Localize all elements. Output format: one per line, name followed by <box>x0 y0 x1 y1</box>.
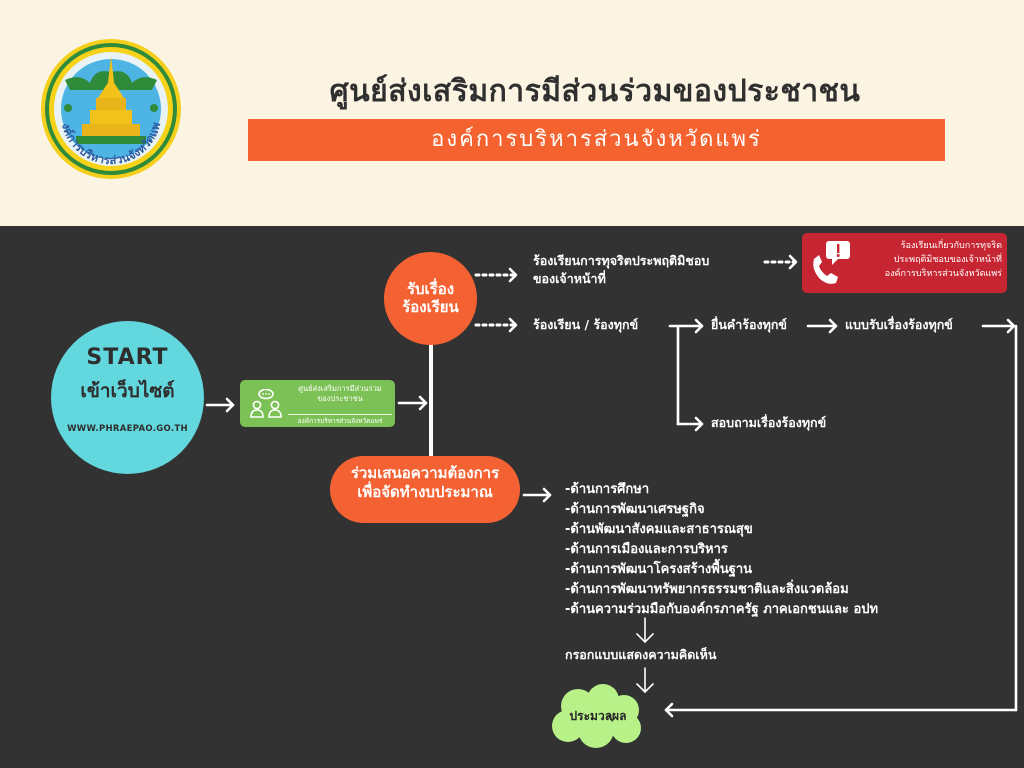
site-card-line1: ศูนย์ส่งเสริมการมีส่วนร่วม <box>298 384 382 393</box>
start-sublabel: เข้าเว็บไซต์ <box>80 380 175 402</box>
receive-line2: ร้องเรียน <box>402 298 459 316</box>
dotted-arrow-icon <box>474 317 518 333</box>
result-label: ประมวลผล <box>569 709 627 723</box>
aspect-item: -ด้านการพัฒนาโครงสร้างพื้นฐาน <box>565 562 753 577</box>
start-url: WWW.PHRAEPAO.GO.TH <box>67 424 188 434</box>
arrow-right-icon <box>981 318 1016 334</box>
page-title: ศูนย์ส่งเสริมการมีส่วนร่วมของประชาชน <box>329 74 861 109</box>
participate-budget-node: ร่วมเสนอความต้องการ เพื่อจัดทำงบประมาณ <box>330 456 520 523</box>
arrow-right-icon <box>397 395 428 411</box>
arrow-right-icon <box>522 487 552 503</box>
aspect-item: -ด้านพัฒนาสังคมและสาธารณสุข <box>565 522 753 537</box>
arrow-right-icon <box>205 397 235 413</box>
opinion-form-label: กรอกแบบแสดงความคิดเห็น <box>565 647 717 662</box>
aspect-item: -ด้านการพัฒนาทรัพยากรธรรมชาติและสิ่งแวดล… <box>565 582 849 597</box>
start-circle: START เข้าเว็บไซต์ WWW.PHRAEPAO.GO.TH <box>51 321 204 474</box>
corruption-report-box: ร้องเรียนเกี่ยวกับการทุจริต ประพฤติมิชอบ… <box>802 233 1007 293</box>
arrow-right-icon <box>806 318 838 334</box>
complaint-inquiry-label: สอบถามเรื่องร้องทุกข์ <box>711 415 827 430</box>
start-label: START <box>86 345 169 370</box>
arrow-down-icon <box>636 667 654 694</box>
arrow-down-icon <box>636 617 654 644</box>
participate-line2: เพื่อจัดทำงบประมาณ <box>357 483 493 501</box>
dotted-arrow-icon <box>763 254 798 270</box>
subtitle-bar: องค์การบริหารส่วนจังหวัดแพร่ <box>248 119 945 161</box>
aspect-item: -ด้านความร่วมมือกับองค์กรภาครัฐ ภาคเอกชน… <box>565 602 879 617</box>
site-card-line3: องค์การบริหารส่วนจังหวัดแพร่ <box>288 414 392 426</box>
report-line1: ร้องเรียนเกี่ยวกับการทุจริต <box>900 241 1002 251</box>
aspect-item: -ด้านการพัฒนาเศรษฐกิจ <box>565 502 705 517</box>
dotted-arrow-icon <box>474 267 518 283</box>
site-card-line2: ของประชาชน <box>317 394 363 403</box>
people-chat-icon <box>250 389 282 418</box>
aspect-item: -ด้านการศึกษา <box>565 482 650 497</box>
corruption-complaint-label: ร้องเรียนการทุจริตประพฤติมิชอบ ของเจ้าหน… <box>533 252 709 288</box>
report-line2: ประพฤติมิชอบของเจ้าหน้าที่ <box>893 255 1002 265</box>
aspect-item: -ด้านการเมืองและการบริหาร <box>565 542 728 557</box>
submit-complaint-label: ยื่นคำร้องทุกข์ <box>711 317 787 332</box>
pao-logo-icon: องค์การบริหารส่วนจังหวัดแพร่ <box>40 38 181 179</box>
phone-warning-icon <box>813 241 850 284</box>
aspects-list: -ด้านการศึกษา -ด้านการพัฒนาเศรษฐกิจ -ด้า… <box>565 480 878 620</box>
arrow-right-icon <box>668 318 704 334</box>
header: องค์การบริหารส่วนจังหวัดแพร่ ศูนย์ส่งเสร… <box>0 0 1024 226</box>
arrow-right-icon <box>676 416 704 432</box>
cloud-icon <box>552 684 641 748</box>
complaint-label: ร้องเรียน / ร้องทุกข์ <box>533 317 639 332</box>
report-line3: องค์การบริหารส่วนจังหวัดแพร่ <box>884 269 1002 279</box>
corruption-line2: ของเจ้าหน้าที่ <box>533 271 606 286</box>
participate-line1: ร่วมเสนอความต้องการ <box>350 464 500 482</box>
corruption-line1: ร้องเรียนการทุจริตประพฤติมิชอบ <box>533 253 710 268</box>
arrow-left-icon <box>664 702 1018 718</box>
receive-complaint-node: รับเรื่อง ร้องเรียน <box>384 252 477 345</box>
receive-line1: รับเรื่อง <box>406 280 455 298</box>
complaint-form-label: แบบรับเรื่องร้องทุกข์ <box>845 317 953 332</box>
site-card: ศูนย์ส่งเสริมการมีส่วนร่วม ของประชาชน อง… <box>240 380 395 427</box>
